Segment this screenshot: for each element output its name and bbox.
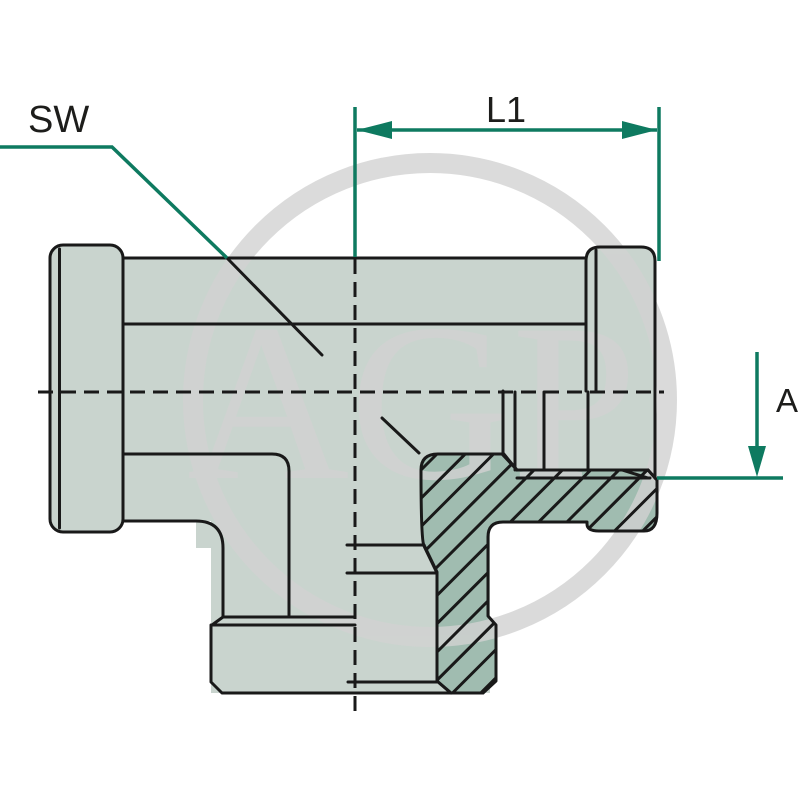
left-port-nut-outline — [48, 243, 125, 534]
bottom-bore-end-chamfer — [422, 543, 439, 574]
sw-leader-inner-segment — [225, 256, 324, 357]
inner-corner-leader — [380, 416, 421, 455]
part-outlines — [48, 243, 658, 695]
body-bottom-left-profile — [121, 519, 225, 627]
body-inner-shoulder-left — [121, 452, 291, 617]
l1-arrowhead-left — [357, 121, 392, 139]
centerlines — [38, 259, 664, 711]
dimensions — [0, 107, 783, 480]
section-hatch — [419, 452, 659, 695]
right-thread-runout — [620, 468, 650, 480]
a-label: A — [776, 382, 798, 419]
dimension-arrowheads — [357, 121, 766, 477]
right-port-nut-outline — [584, 245, 657, 480]
sw-label: SW — [28, 99, 89, 141]
watermark-ring — [183, 153, 677, 647]
dimension-labels: SW L1 A — [28, 89, 798, 419]
l1-arrowhead-right — [622, 121, 657, 139]
bottom-bore-chamfer — [435, 679, 453, 695]
l1-label: L1 — [486, 89, 526, 130]
bottom-nut-outline — [209, 623, 485, 695]
right-face-chamfer — [646, 468, 658, 481]
right-port-nut-fill — [586, 247, 655, 531]
sw-leader-line — [0, 145, 229, 260]
a-arrowhead-down — [748, 446, 766, 477]
left-port-nut-fill — [50, 245, 123, 532]
